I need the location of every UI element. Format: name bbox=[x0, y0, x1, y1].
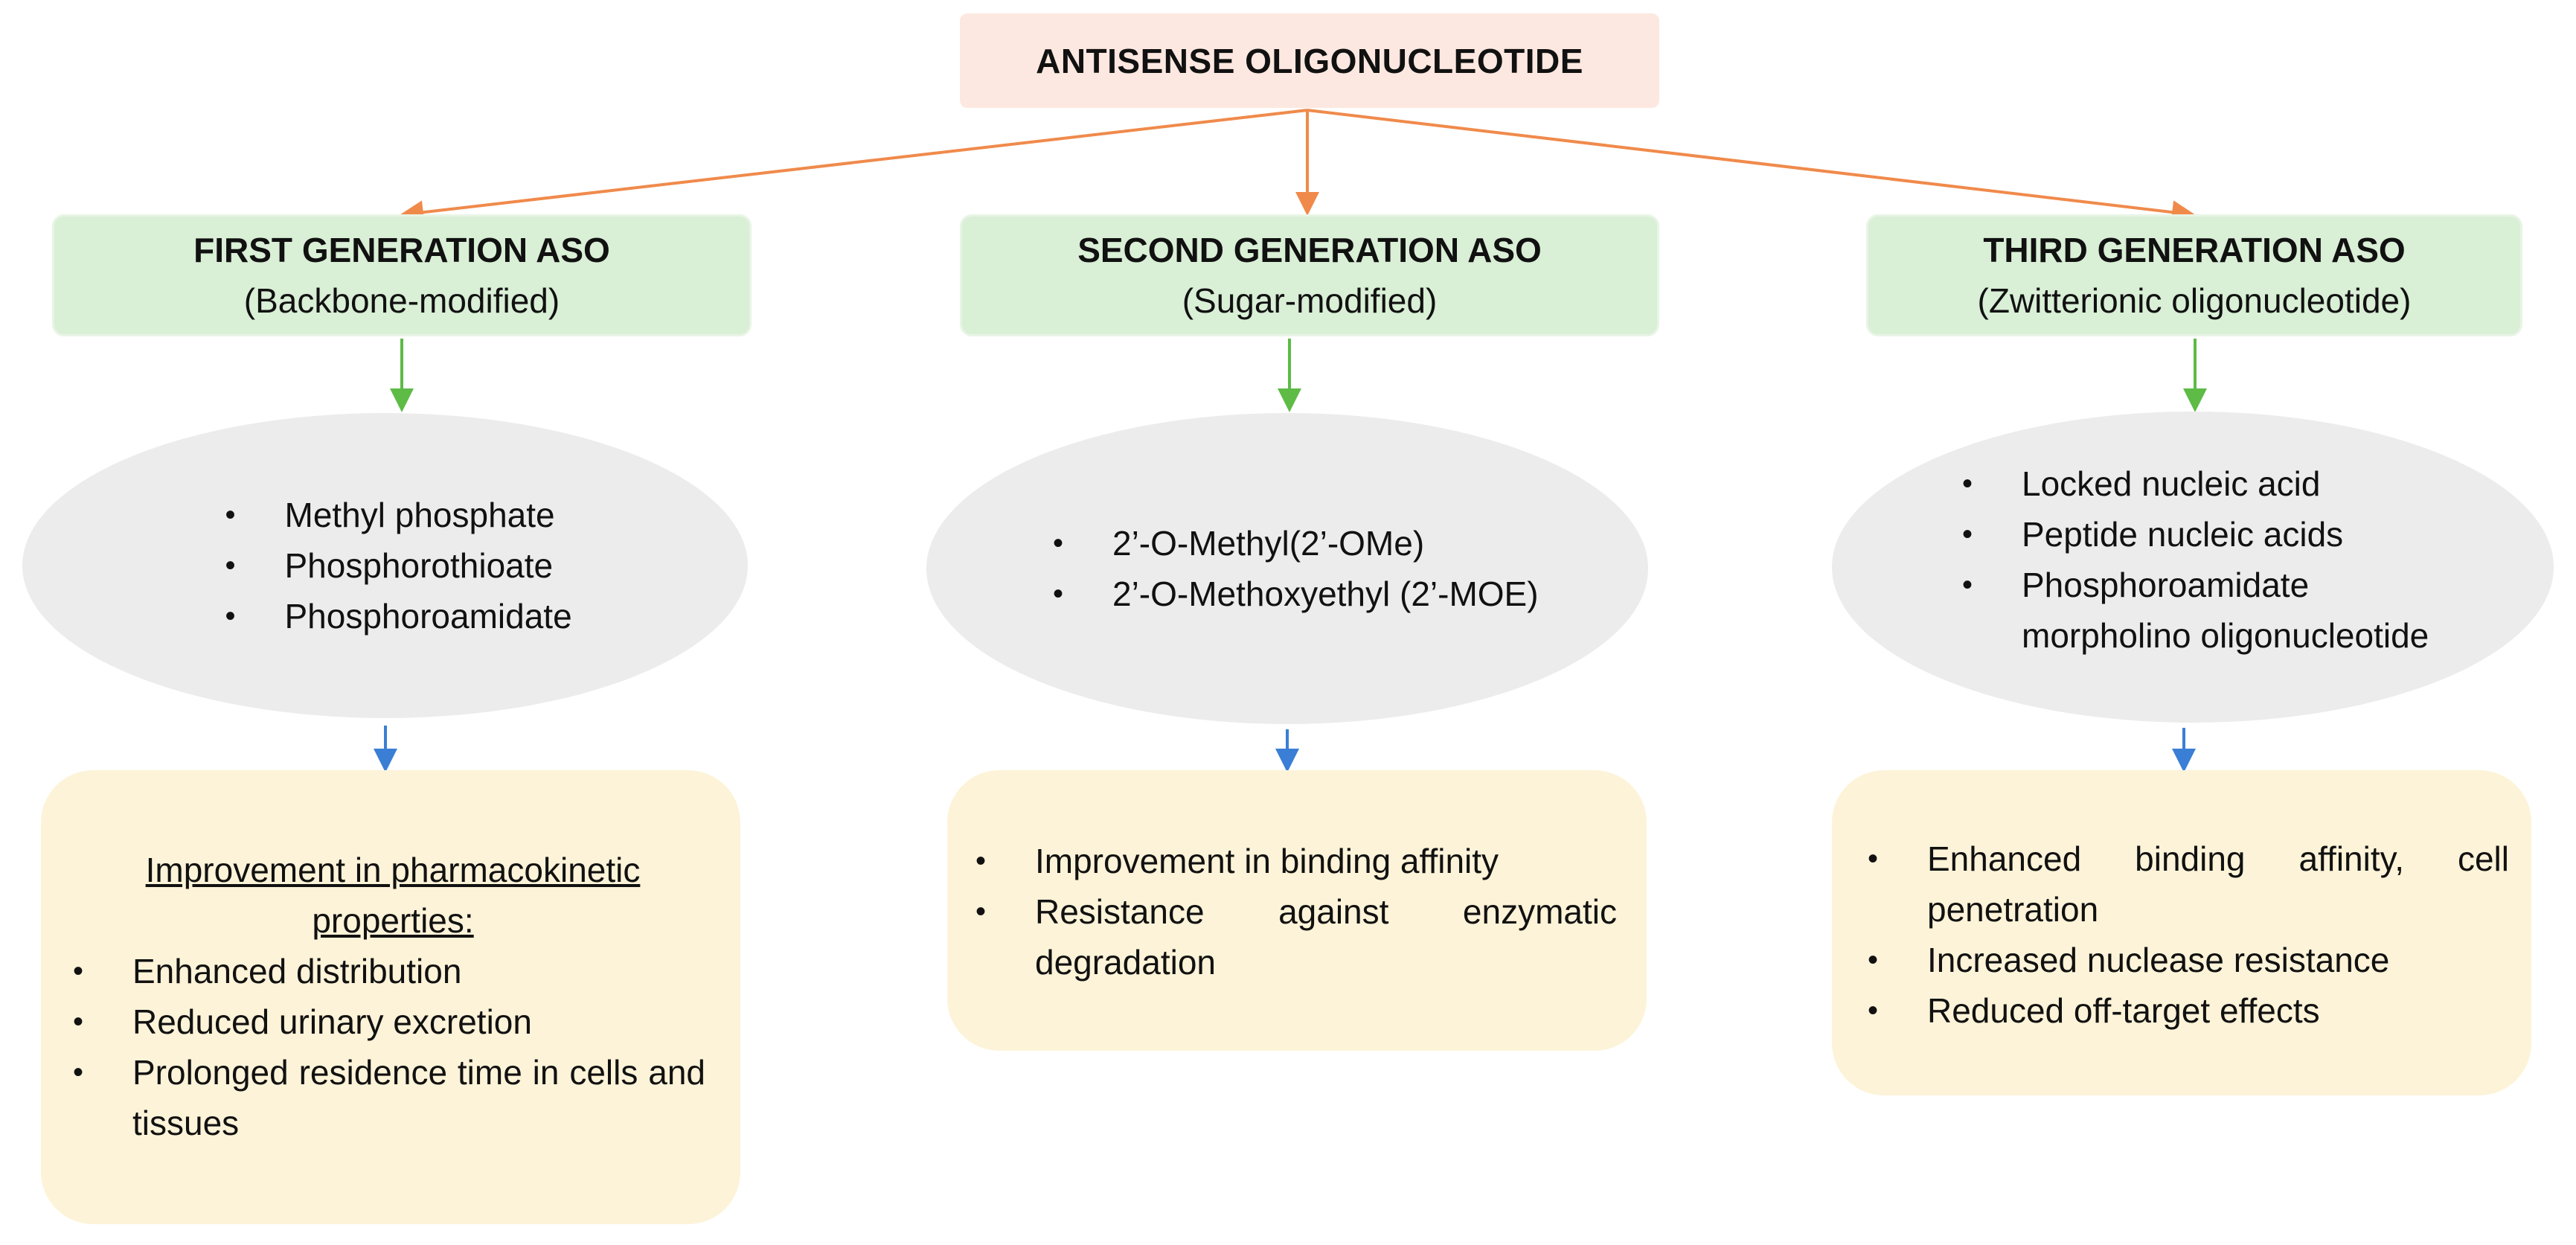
second-generation-modifications: 2’-O-Methyl(2’-OMe) 2’-O-Methoxyethyl (2… bbox=[926, 413, 1648, 724]
benefit-item: Enhanced binding affinity, cell penetrat… bbox=[1868, 833, 2509, 935]
third-generation-subtitle: (Zwitterionic oligonucleotide) bbox=[1977, 281, 2412, 320]
arrow-root-to-third bbox=[1307, 109, 2196, 225]
second-generation-subtitle: (Sugar-modified) bbox=[1182, 281, 1438, 320]
first-generation-benefits: Improvement in pharmacokinetic propertie… bbox=[41, 770, 740, 1224]
modification-item: Peptide nucleic acids bbox=[1962, 509, 2438, 560]
third-generation-benefits: Enhanced binding affinity, cell penetrat… bbox=[1832, 770, 2531, 1095]
root-node: ANTISENSE OLIGONUCLEOTIDE bbox=[960, 13, 1659, 108]
third-generation-modifications: Locked nucleic acid Peptide nucleic acid… bbox=[1832, 412, 2554, 723]
benefit-item: Reduced off-target effects bbox=[1868, 985, 2509, 1036]
modification-item: Locked nucleic acid bbox=[1962, 458, 2438, 509]
modification-item: 2’-O-Methoxyethyl (2’-MOE) bbox=[1053, 569, 1559, 619]
modification-item: Phosphorothioate bbox=[225, 540, 642, 591]
third-generation-title: THIRD GENERATION ASO bbox=[1983, 231, 2406, 269]
arrow-root-to-first bbox=[400, 109, 1308, 225]
second-generation-node: SECOND GENERATION ASO (Sugar-modified) bbox=[960, 214, 1659, 336]
first-generation-subtitle: (Backbone-modified) bbox=[243, 281, 560, 320]
first-generation-modifications: Methyl phosphate Phosphorothioate Phosph… bbox=[22, 413, 748, 718]
benefit-item: Enhanced distribution bbox=[73, 946, 705, 996]
first-generation-node: FIRST GENERATION ASO (Backbone-modified) bbox=[52, 214, 752, 336]
modification-item: 2’-O-Methyl(2’-OMe) bbox=[1053, 518, 1559, 569]
root-title: ANTISENSE OLIGONUCLEOTIDE bbox=[1036, 41, 1583, 80]
third-generation-node: THIRD GENERATION ASO (Zwitterionic oligo… bbox=[1866, 214, 2522, 336]
second-generation-benefits: Improvement in binding affinity Resistan… bbox=[947, 770, 1647, 1051]
modification-item: Methyl phosphate bbox=[225, 490, 642, 540]
benefit-item: Resistance against enzymatic degradation bbox=[975, 886, 1617, 988]
modification-item: Phosphoroamidate morpholino oligonucleot… bbox=[1962, 560, 2438, 661]
benefit-item: Increased nuclease resistance bbox=[1868, 935, 2509, 985]
benefit-item: Prolonged residence time in cells and ti… bbox=[73, 1047, 705, 1148]
benefits-heading: Improvement in pharmacokinetic propertie… bbox=[145, 851, 641, 940]
benefit-item: Reduced urinary excretion bbox=[73, 996, 705, 1047]
modification-item: Phosphoroamidate bbox=[225, 591, 642, 641]
second-generation-title: SECOND GENERATION ASO bbox=[1077, 231, 1542, 269]
first-generation-title: FIRST GENERATION ASO bbox=[193, 231, 610, 269]
benefit-item: Improvement in binding affinity bbox=[975, 836, 1617, 886]
